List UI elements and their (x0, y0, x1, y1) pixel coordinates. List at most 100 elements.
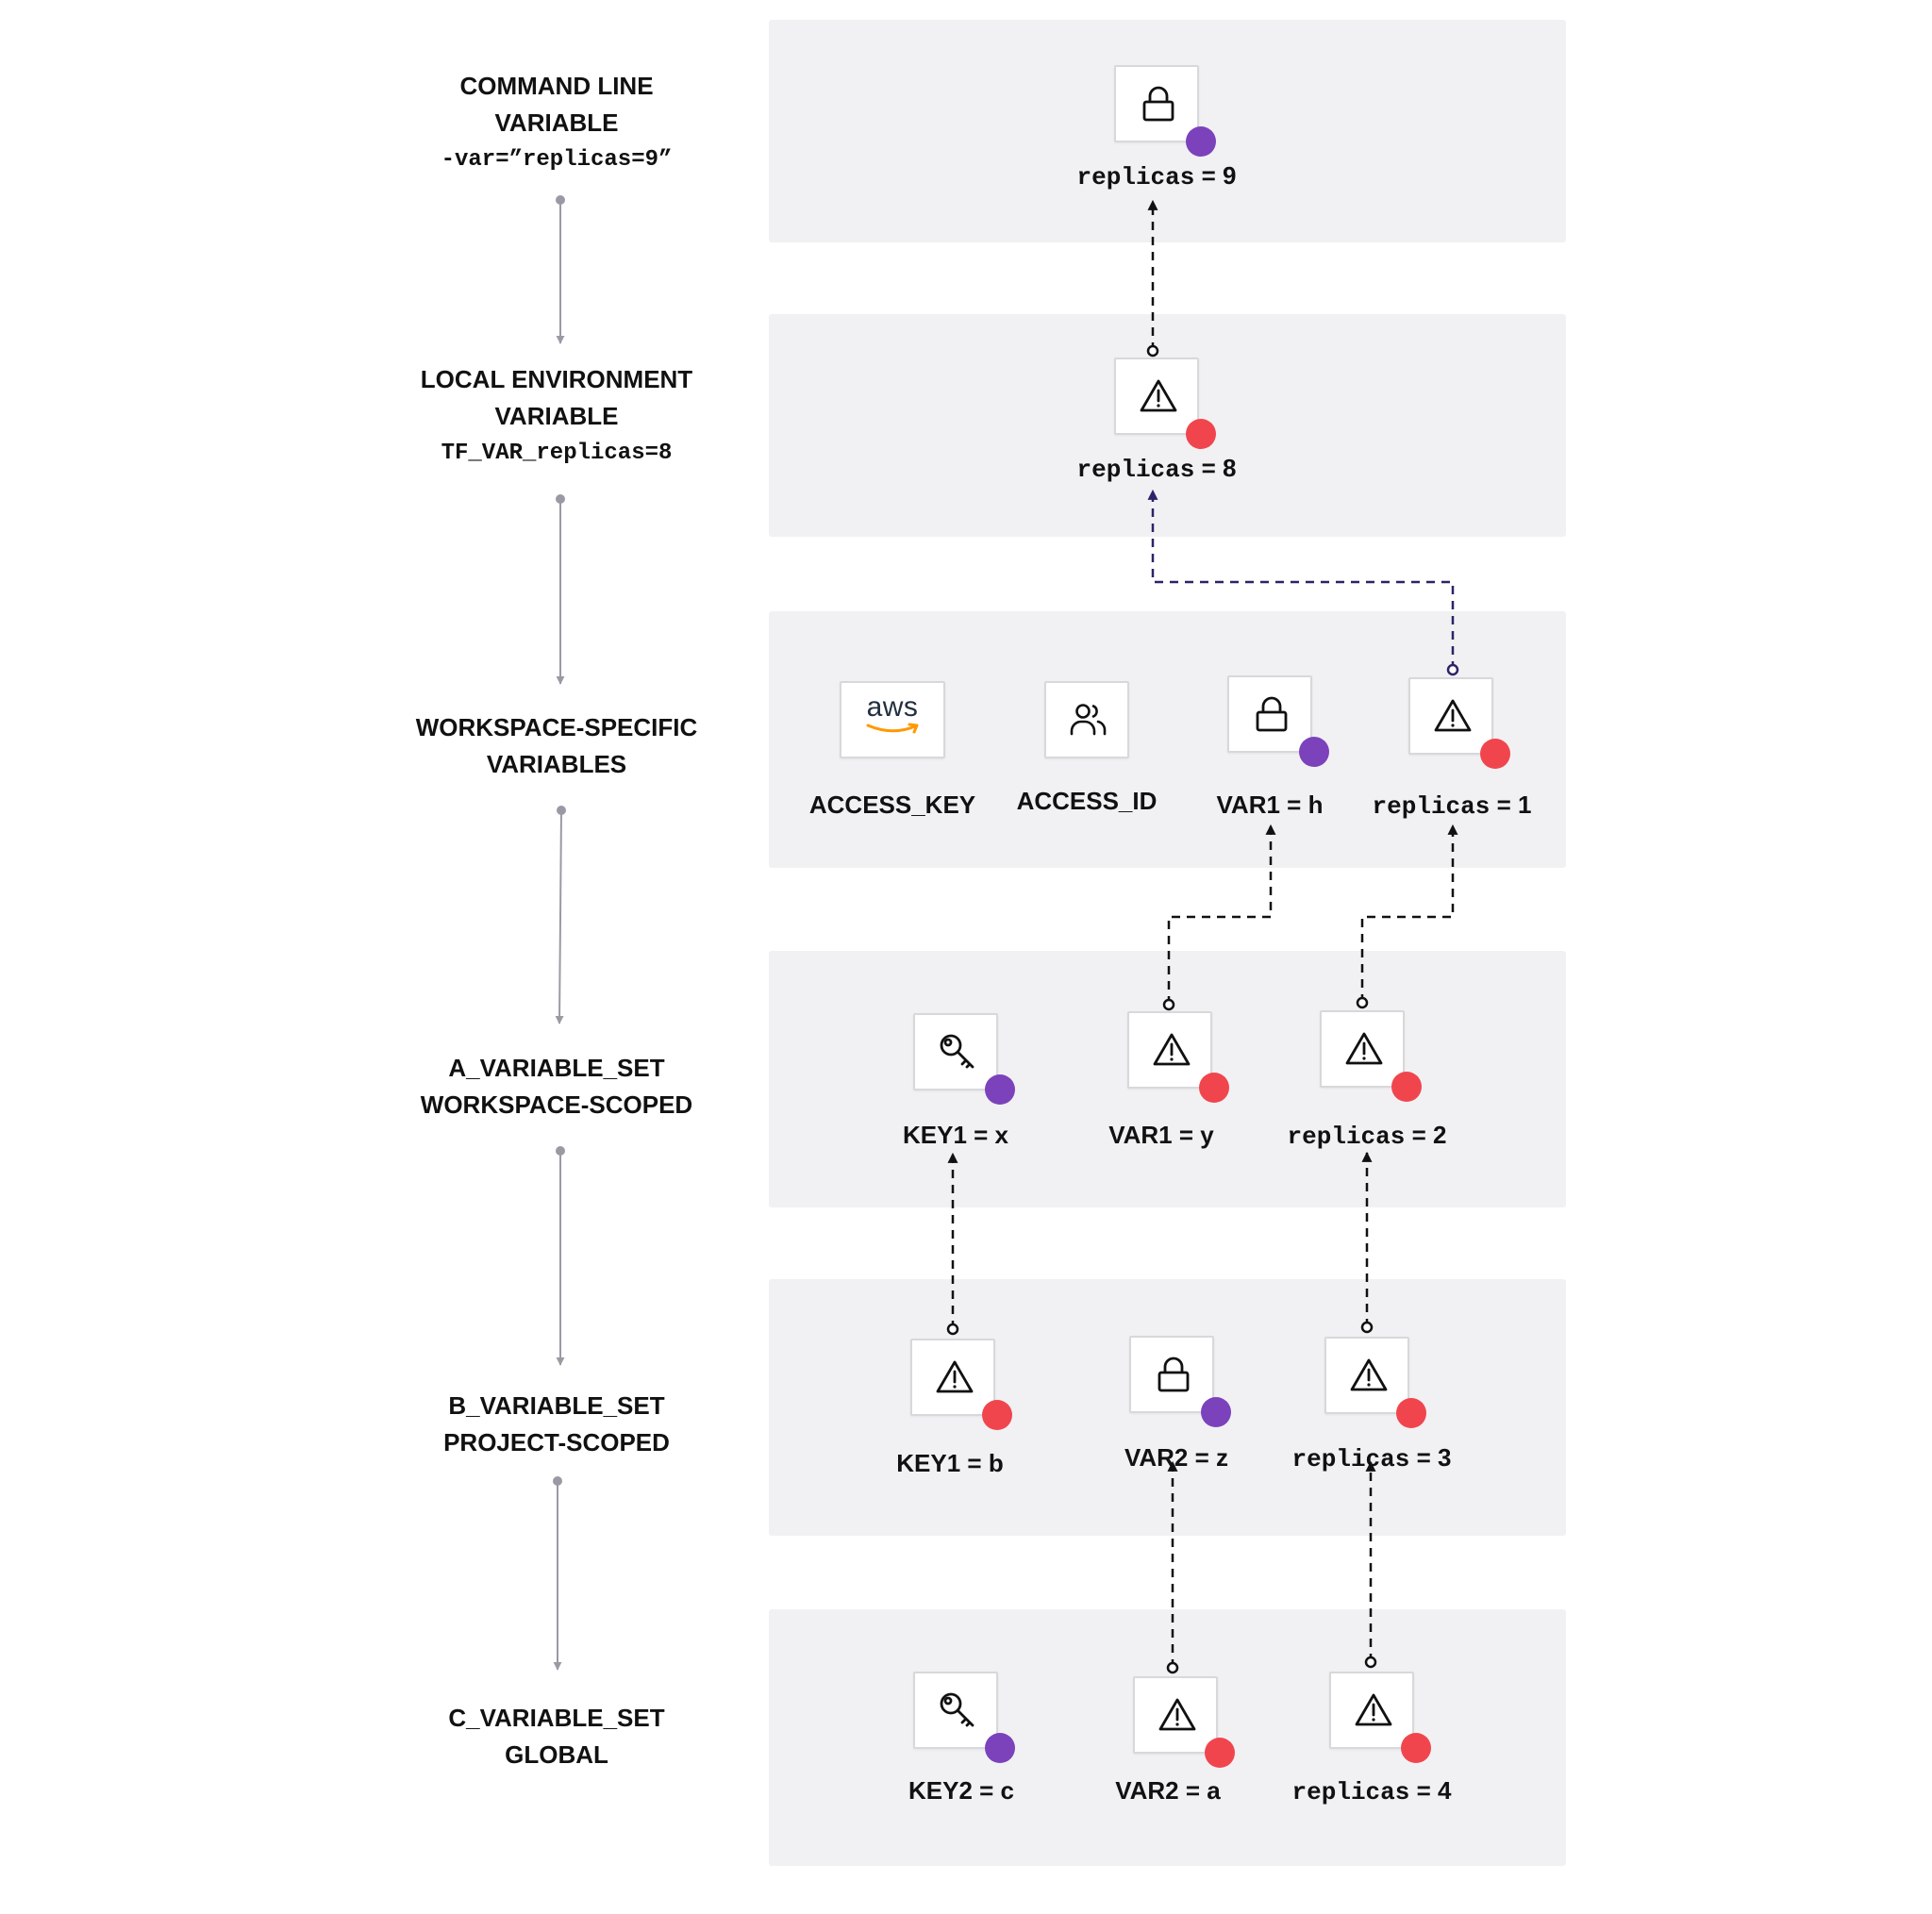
var-label: ACCESS_KEY (779, 791, 1006, 820)
var-value: x (994, 1121, 1009, 1149)
var-operator: = (1409, 1776, 1438, 1805)
var-value: 8 (1223, 454, 1237, 482)
var-operator: = (1194, 161, 1223, 190)
var-operator: = (1172, 1121, 1201, 1149)
level-title-line: WORKSPACE-SCOPED (420, 1090, 693, 1119)
sensitive-badge (1186, 126, 1216, 157)
var-card: aws (840, 681, 945, 758)
var-card (1329, 1672, 1431, 1763)
var-label: VAR1 = y (1048, 1121, 1274, 1150)
precedence-arrow (555, 809, 564, 1024)
panel-command-line: replicas = 9 (769, 20, 1566, 242)
var-operator: = (1194, 454, 1223, 482)
var-name: VAR2 (1115, 1776, 1179, 1805)
level-label-b-variable-set: B_VARIABLE_SET PROJECT-SCOPED (396, 1388, 717, 1461)
var-operator: = (972, 1776, 1001, 1805)
var-name: KEY2 (908, 1776, 973, 1805)
aws-logo-icon: aws (841, 692, 943, 741)
sensitive-badge (985, 1074, 1015, 1105)
var-label: VAR2 = a (1055, 1776, 1281, 1806)
precedence-arrow-origin (556, 494, 565, 504)
level-title-line: VARIABLE (494, 108, 619, 137)
var-name: replicas (1291, 1445, 1410, 1473)
level-label-a-variable-set: A_VARIABLE_SET WORKSPACE-SCOPED (396, 1050, 717, 1123)
var-value: 1 (1518, 791, 1532, 819)
var-name: VAR2 (1124, 1443, 1189, 1472)
level-title-line: LOCAL ENVIRONMENT (420, 365, 693, 393)
level-title-line: A_VARIABLE_SET (448, 1054, 665, 1082)
var-name: ACCESS_KEY (808, 791, 976, 819)
precedence-arrow-origin (553, 1476, 562, 1486)
var-card (1133, 1676, 1235, 1768)
sensitive-badge (1201, 1397, 1231, 1427)
var-value: 2 (1433, 1121, 1447, 1149)
panel-a-variable-set: KEY1 = x VAR1 = y replicas = 2 (769, 951, 1566, 1207)
var-label: replicas = 2 (1254, 1121, 1480, 1151)
level-title-line: VARIABLE (494, 402, 619, 430)
var-name: VAR1 (1108, 1121, 1173, 1149)
var-card (913, 1013, 1015, 1105)
var-operator: = (1188, 1443, 1217, 1472)
var-name: replicas (1076, 163, 1195, 191)
var-label: ACCESS_ID (974, 787, 1200, 816)
level-title-line: PROJECT-SCOPED (443, 1428, 670, 1456)
warning-badge (1401, 1733, 1431, 1763)
level-label-c-variable-set: C_VARIABLE_SET GLOBAL (396, 1700, 717, 1773)
var-name: ACCESS_ID (1016, 787, 1158, 815)
var-name: replicas (1287, 1123, 1406, 1151)
precedence-arrow-origin (556, 1146, 565, 1156)
var-card (1320, 1010, 1422, 1102)
var-card (1227, 675, 1329, 767)
aws-logo-text: aws (866, 691, 919, 723)
var-operator: = (1279, 791, 1308, 819)
var-label: KEY2 = c (848, 1776, 1074, 1806)
var-value: z (1216, 1443, 1229, 1472)
var-name: replicas (1076, 456, 1195, 484)
var-name: replicas (1372, 792, 1491, 821)
var-value: 3 (1438, 1443, 1452, 1472)
level-title-line: VARIABLES (486, 750, 627, 778)
level-label-workspace-specific: WORKSPACE-SPECIFIC VARIABLES (396, 709, 717, 783)
var-operator: = (1405, 1121, 1433, 1149)
var-operator: = (1178, 1776, 1208, 1805)
sensitive-badge (1299, 737, 1329, 767)
var-value: 9 (1223, 161, 1237, 190)
var-name: VAR1 (1216, 791, 1280, 819)
sensitive-badge (985, 1733, 1015, 1763)
var-card (1129, 1336, 1231, 1427)
level-label-command-line: COMMAND LINE VARIABLE -var=”replicas=9” (396, 68, 717, 179)
panel-c-variable-set: KEY2 = c VAR2 = a replicas = 4 (769, 1609, 1566, 1866)
warning-badge (982, 1400, 1012, 1430)
level-title-line: B_VARIABLE_SET (448, 1391, 665, 1420)
precedence-arrow-origin (557, 806, 566, 815)
var-card (1408, 677, 1510, 769)
var-label: replicas = 9 (1043, 161, 1270, 191)
warning-badge (1199, 1073, 1229, 1103)
panel-workspace-specific: aws ACCESS_KEY ACCESS_ID VAR1 = h replic… (769, 611, 1566, 868)
var-card (1044, 681, 1129, 758)
warning-badge (1480, 739, 1510, 769)
var-label: KEY1 = x (842, 1121, 1069, 1150)
var-label: replicas = 1 (1339, 791, 1565, 821)
panel-local-environment: replicas = 8 (769, 314, 1566, 537)
level-label-local-environment: LOCAL ENVIRONMENT VARIABLE TF_VAR_replic… (396, 361, 717, 473)
warning-badge (1396, 1398, 1426, 1428)
var-value: b (988, 1449, 1004, 1477)
var-label: VAR1 = h (1157, 791, 1383, 820)
var-label: replicas = 3 (1258, 1443, 1485, 1473)
var-value: y (1200, 1121, 1214, 1149)
level-title-line: COMMAND LINE (459, 72, 654, 100)
var-card (1324, 1337, 1426, 1428)
var-operator: = (1490, 791, 1518, 819)
var-operator: = (1409, 1443, 1438, 1472)
var-card (913, 1672, 1015, 1763)
var-value: h (1307, 791, 1324, 819)
level-title-line: C_VARIABLE_SET (448, 1704, 665, 1732)
var-value: a (1207, 1776, 1221, 1805)
warning-badge (1186, 419, 1216, 449)
warning-badge (1391, 1072, 1422, 1102)
var-card (1127, 1011, 1229, 1103)
level-title-line: GLOBAL (505, 1740, 608, 1769)
var-operator: = (960, 1449, 989, 1477)
